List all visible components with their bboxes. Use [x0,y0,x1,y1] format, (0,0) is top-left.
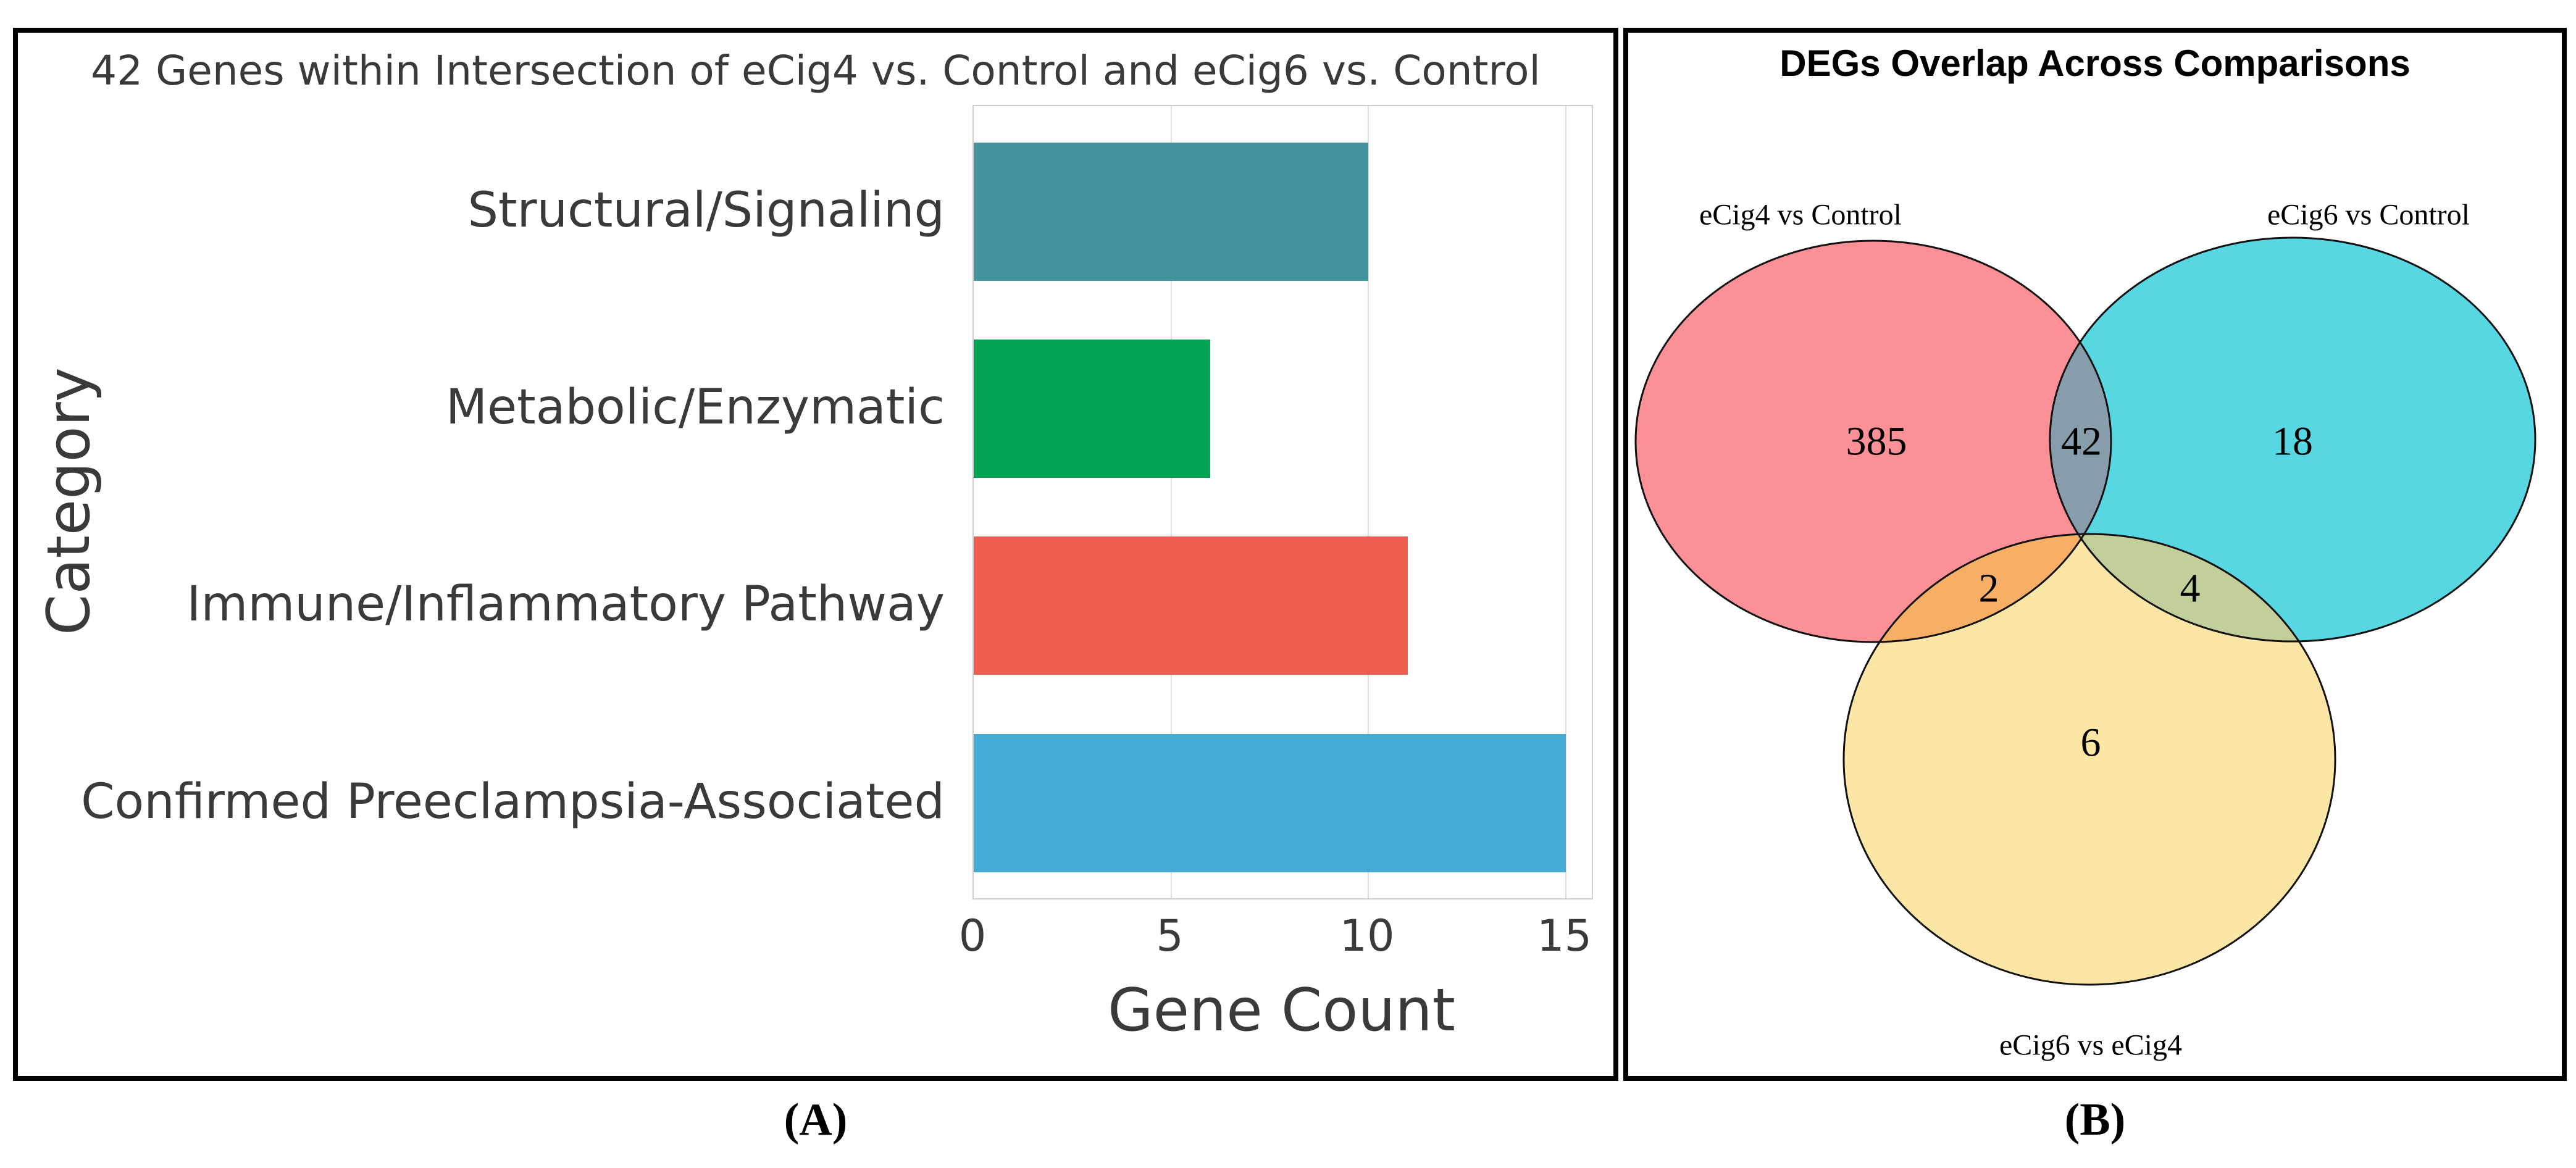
venn-outline-ecig6vs4 [1842,533,2336,986]
venn-set-ecig6-vs-control [2050,238,2535,641]
y-tick-label: Confirmed Preeclampsia-Associated [81,774,945,830]
venn-set-label: eCig6 vs eCig4 [1999,1029,2182,1062]
venn-set-ecig4-vs-control [1636,241,2111,642]
bar-chart-plot-area [972,105,1593,899]
caption-a: (A) [784,1095,848,1145]
venn-region-count: 18 [2272,419,2313,464]
bar-metabolic-enzymatic [974,340,1211,478]
y-tick-label: Immune/Inflammatory Pathway [186,577,945,632]
panel-a-bar-chart: 42 Genes within Intersection of eCig4 vs… [13,28,1618,1081]
venn-outline-ecig6 [2049,236,2536,643]
bar-structural-signaling [974,143,1368,281]
x-tick-label: 5 [1156,911,1184,961]
venn-set-label: eCig6 vs Control [2267,199,2470,232]
y-tick-label: Metabolic/Enzymatic [445,380,945,435]
venn-set-label: eCig4 vs Control [1699,199,1902,232]
x-gridline [1565,106,1566,898]
venn-outline-ecig4 [1634,240,2112,643]
x-tick-label: 0 [958,911,987,961]
venn-set-ecig6-vs-ecig4 [1844,534,2335,985]
panel-b-venn-diagram: DEGs Overlap Across Comparisons 385 42 18 2… [1623,28,2567,1081]
venn-region-count: 4 [2180,566,2201,611]
bar-immune-inflammatory-pathway [974,536,1408,675]
bar-confirmed-preeclampsia-associated [974,734,1566,872]
caption-b: (B) [2064,1095,2126,1145]
x-axis-label: Gene Count [1107,977,1456,1045]
x-tick-label: 15 [1536,911,1592,961]
x-tick-label: 10 [1339,911,1395,961]
x-gridline [1170,106,1172,898]
bar-chart-title: 42 Genes within Intersection of eCig4 vs… [91,47,1541,94]
venn-region-count: 385 [1846,419,1907,464]
venn-title: DEGs Overlap Across Comparisons [1779,43,2411,84]
x-gridline [1368,106,1369,898]
venn-region-count: 2 [1979,566,1999,611]
venn-region-count: 42 [2061,419,2102,464]
venn-region-count: 6 [2081,720,2101,765]
y-tick-label: Structural/Signaling [467,183,945,238]
venn-diagram: 385 42 18 2 4 6 eCig4 vs Control eCig6 vs Contr… [1634,199,2536,1062]
